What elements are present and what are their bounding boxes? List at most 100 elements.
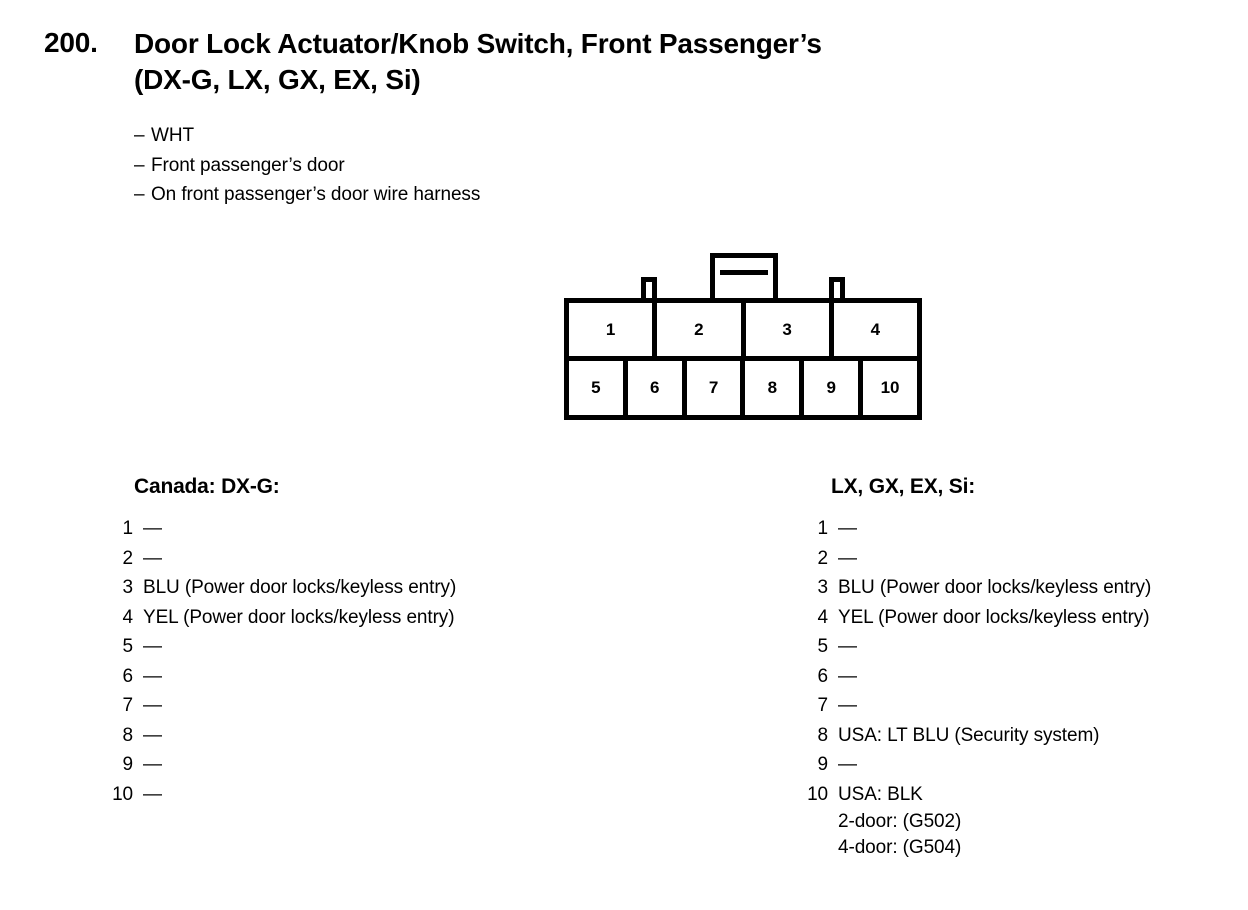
- pin-number: 1: [817, 518, 829, 539]
- pin-number: 1: [122, 518, 134, 539]
- connector-pin-cell: 3: [745, 303, 834, 361]
- pin-row: 10 —: [108, 780, 728, 810]
- pin-row: 3 BLU (Power door locks/keyless entry): [803, 573, 1233, 603]
- pin-description: —: [143, 695, 162, 716]
- spec-item: – On front passenger’s door wire harness: [134, 180, 834, 210]
- pin-description: USA: BLK: [838, 783, 923, 805]
- pin-number: 9: [817, 754, 829, 775]
- spec-item-label: WHT: [151, 125, 194, 146]
- pin-description: —: [143, 518, 162, 539]
- pin-row: 8—: [108, 721, 728, 751]
- title-text-wrap: Door Lock Actuator/Knob Switch, Front Pa…: [134, 26, 1164, 98]
- pin-row: 5—: [108, 632, 728, 662]
- pin-row: 5—: [803, 632, 1233, 662]
- connector-pin-row-top: 1 2 3 4: [569, 303, 917, 361]
- pin-description: USA: LT BLU (Security system): [838, 724, 1100, 746]
- connector-pin-cell: 6: [627, 361, 687, 415]
- pin-number: 7: [122, 695, 134, 716]
- pin-description: —: [838, 695, 857, 716]
- pin-number: 5: [122, 636, 134, 657]
- pin-row: 6—: [108, 662, 728, 692]
- pin-description: —: [143, 783, 162, 805]
- spec-item: – WHT: [134, 121, 834, 151]
- pin-row: 2—: [803, 544, 1233, 574]
- pin-number: 2: [122, 547, 134, 569]
- connector-diagram: 1 2 3 4 5 6 7 8 9 10: [564, 252, 922, 420]
- pin-number: 6: [122, 665, 134, 687]
- connector-pin-cell: 2: [657, 303, 746, 361]
- locking-tab-left-icon: [641, 277, 657, 301]
- pin-description: YEL (Power door locks/keyless entry): [838, 606, 1150, 628]
- pin-number: 2: [817, 547, 829, 569]
- page-title: 200. Door Lock Actuator/Knob Switch, Fro…: [44, 26, 1164, 98]
- latch-slot-icon: [720, 270, 768, 275]
- pin-description: —: [838, 665, 857, 687]
- pin-row: 4 YEL (Power door locks/keyless entry): [803, 603, 1233, 633]
- connector-pin-cell: 7: [686, 361, 746, 415]
- column-heading: LX, GX, EX, Si:: [831, 475, 976, 498]
- pin-number: 3: [122, 577, 134, 598]
- pin-row: 2—: [108, 544, 728, 574]
- connector-pin-cell: 1: [569, 303, 658, 361]
- spec-list: – WHT – Front passenger’s door – On fron…: [134, 121, 834, 210]
- pin-number: 4: [817, 606, 829, 628]
- pin-description: —: [838, 636, 857, 657]
- title-line-1: Door Lock Actuator/Knob Switch, Front Pa…: [134, 28, 822, 59]
- latch-tab-center-icon: [710, 253, 778, 301]
- pin-description: —: [838, 518, 857, 539]
- pin-number: 4: [122, 606, 134, 628]
- pin-number: 10: [807, 783, 828, 805]
- pin-number: 10: [112, 783, 133, 805]
- title-line-group: 200. Door Lock Actuator/Knob Switch, Fro…: [44, 26, 1164, 98]
- pin-description: —: [143, 724, 162, 746]
- pin-number: 6: [817, 665, 829, 687]
- pin-description: BLU (Power door locks/keyless entry): [838, 577, 1152, 598]
- section-number: 200.: [44, 27, 98, 58]
- dash-bullet-icon: –: [134, 184, 145, 205]
- pin-row: 7—: [108, 691, 728, 721]
- column-heading: Canada: DX-G:: [134, 475, 280, 498]
- pin-row: 9—: [803, 750, 1233, 780]
- pin-row: 7—: [803, 691, 1233, 721]
- pin-description: —: [143, 665, 162, 687]
- connector-pin-row-bottom: 5 6 7 8 9 10: [569, 361, 917, 415]
- spec-item: – Front passenger’s door: [134, 151, 834, 181]
- pin-number: 5: [817, 636, 829, 657]
- pin-description: YEL (Power door locks/keyless entry): [143, 606, 455, 628]
- locking-tab-right-icon: [829, 277, 845, 301]
- pin-row: 9—: [108, 750, 728, 780]
- pin-row: 1—: [108, 514, 728, 544]
- pin-description: —: [838, 547, 857, 569]
- pin-description: BLU (Power door locks/keyless entry): [143, 577, 457, 598]
- pin-number: 8: [122, 724, 134, 746]
- connector-pin-cell: 5: [569, 361, 628, 415]
- dash-bullet-icon: –: [134, 154, 145, 176]
- dash-bullet-icon: –: [134, 125, 145, 146]
- pin-number: 3: [817, 577, 829, 598]
- pin-row: 3 BLU (Power door locks/keyless entry): [108, 573, 728, 603]
- pin-description: —: [143, 547, 162, 569]
- pin-number: 9: [122, 754, 134, 775]
- pin-number: 8: [817, 724, 829, 746]
- pin-description: —: [143, 636, 162, 657]
- title-line-2: (DX-G, LX, GX, EX, Si): [134, 64, 421, 95]
- pin-row: 10 USA: BLK: [803, 780, 1233, 810]
- pin-row: 1—: [803, 514, 1233, 544]
- connector-pin-cell: 10: [863, 361, 917, 415]
- spec-item-label: On front passenger’s door wire harness: [151, 184, 481, 205]
- pin-row: 4 YEL (Power door locks/keyless entry): [108, 603, 728, 633]
- connector-body: 1 2 3 4 5 6 7 8 9 10: [564, 298, 922, 420]
- pin-row: 6—: [803, 662, 1233, 692]
- connector-pin-cell: 8: [745, 361, 805, 415]
- pin-row: 8 USA: LT BLU (Security system): [803, 721, 1233, 751]
- connector-pin-cell: 9: [804, 361, 864, 415]
- pin-number: 7: [817, 695, 829, 716]
- connector-pin-cell: 4: [833, 303, 917, 361]
- pin-description: —: [143, 754, 162, 775]
- pin-subline: 2-door: (G502): [838, 811, 962, 832]
- pin-description: —: [838, 754, 857, 775]
